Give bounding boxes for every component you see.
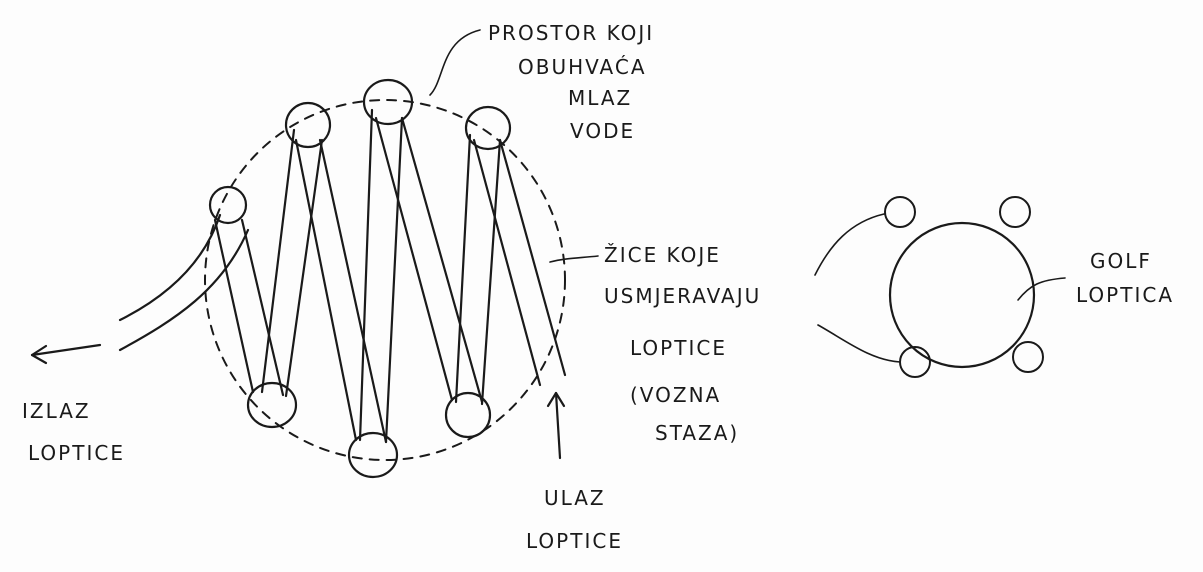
exit-arrow	[32, 345, 100, 363]
wire-section-top-right	[1000, 197, 1030, 227]
wires-label-line2: USMJERAVAJU	[604, 284, 761, 308]
wires-label-line1: ŽICE KOJE	[604, 243, 721, 267]
wires-label-line5: STAZA)	[655, 421, 739, 445]
wires-label-line4: (VOZNA	[630, 383, 721, 407]
entry-arrow	[548, 393, 564, 458]
space-label-line1: PROSTOR KOJI	[488, 21, 654, 45]
entry-label: ULAZ LOPTICE	[526, 486, 623, 553]
wire-section-top-left	[885, 197, 915, 227]
space-label-line4: VODE	[570, 119, 635, 143]
exit-label-line1: IZLAZ	[22, 399, 91, 423]
wires-leader-line	[550, 256, 598, 262]
space-label-line3: MLAZ	[568, 86, 632, 110]
wires-label: ŽICE KOJE USMJERAVAJU LOPTICE (VOZNA STA…	[604, 243, 761, 445]
entry-label-line2: LOPTICE	[526, 529, 623, 553]
golf-label-line2: LOPTICA	[1076, 283, 1174, 307]
golf-label-line1: GOLF	[1090, 249, 1152, 273]
golf-ball-icon	[890, 223, 1034, 367]
wire-section-bottom-left	[900, 347, 930, 377]
exit-label-line2: LOPTICE	[28, 441, 125, 465]
space-label: PROSTOR KOJI OBUHVAĆA MLAZ VODE	[488, 21, 654, 143]
space-leader-line	[430, 30, 480, 95]
golf-ball-cross-section	[815, 197, 1065, 377]
exit-label: IZLAZ LOPTICE	[22, 399, 125, 465]
golf-label: GOLF LOPTICA	[1076, 249, 1174, 307]
space-label-line2: OBUHVAĆA	[518, 55, 647, 79]
wire-section-bottom-right	[1013, 342, 1043, 372]
entry-label-line1: ULAZ	[544, 486, 606, 510]
wires-label-line3: LOPTICE	[630, 336, 727, 360]
